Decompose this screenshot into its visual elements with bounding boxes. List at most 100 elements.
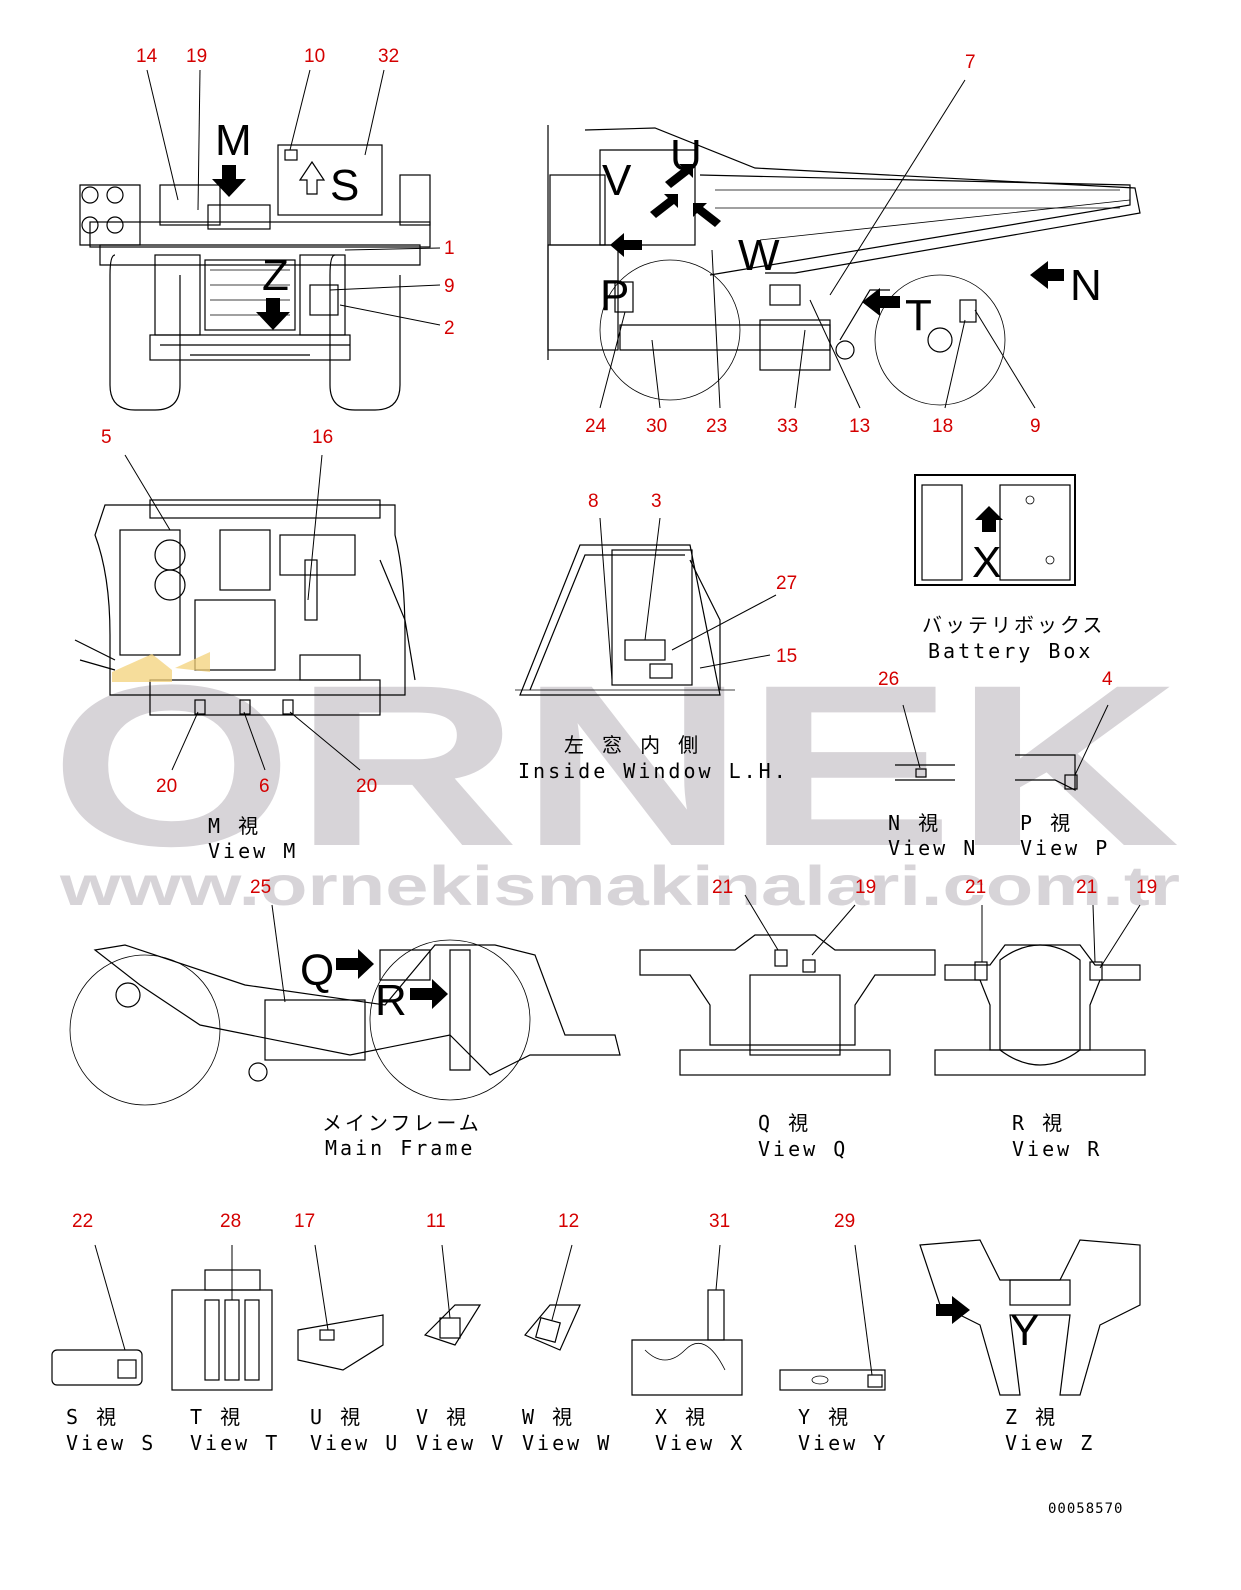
caption-view-u-jp: U 視 xyxy=(310,1405,363,1429)
side-view-drawing: V U W P T N xyxy=(547,79,1141,409)
callout-9: 9 xyxy=(444,276,455,297)
callout-3: 3 xyxy=(651,491,662,512)
view-letter-Z: Z xyxy=(262,251,289,300)
caption-inside-window-en: Inside Window L.H. xyxy=(518,759,789,783)
callout-25: 25 xyxy=(250,877,271,898)
view-letter-M: M xyxy=(215,116,252,165)
callout-19-q: 19 xyxy=(855,877,876,898)
callout-8: 8 xyxy=(588,491,599,512)
callout-5: 5 xyxy=(101,427,112,448)
callout-13: 13 xyxy=(849,416,870,437)
callout-21-r-left: 21 xyxy=(965,877,986,898)
view-u-drawing xyxy=(297,1244,384,1371)
callout-29: 29 xyxy=(834,1211,855,1232)
caption-view-q-jp: Q 視 xyxy=(758,1111,811,1135)
caption-main-frame-jp: メインフレーム xyxy=(322,1111,482,1135)
callout-33: 33 xyxy=(777,416,798,437)
caption-battery-box-en: Battery Box xyxy=(928,639,1093,663)
callout-15: 15 xyxy=(776,646,797,667)
callout-4: 4 xyxy=(1102,669,1113,690)
caption-view-m-jp: M 視 xyxy=(208,814,261,838)
caption-view-t-jp: T 視 xyxy=(190,1405,243,1429)
caption-view-v-en: View V xyxy=(416,1431,506,1455)
callout-18: 18 xyxy=(932,416,953,437)
caption-view-s-jp: S 視 xyxy=(66,1405,119,1429)
caption-view-w-jp: W 視 xyxy=(522,1405,575,1429)
callout-30: 30 xyxy=(646,416,667,437)
view-s-drawing xyxy=(51,1244,143,1386)
caption-view-m-en: View M xyxy=(208,839,298,863)
caption-view-s-en: View S xyxy=(66,1431,156,1455)
caption-view-p-jp: P 視 xyxy=(1020,811,1073,835)
callout-17: 17 xyxy=(294,1211,315,1232)
caption-view-r-jp: R 視 xyxy=(1012,1111,1065,1135)
caption-main-frame-en: Main Frame xyxy=(325,1136,475,1160)
caption-view-v-jp: V 視 xyxy=(416,1405,469,1429)
caption-view-y-en: View Y xyxy=(798,1431,888,1455)
view-w-drawing xyxy=(524,1244,581,1351)
caption-view-x-jp: X 視 xyxy=(655,1405,708,1429)
view-letter-X: X xyxy=(972,538,1001,587)
view-m-drawing xyxy=(74,454,416,771)
callout-19: 19 xyxy=(186,46,207,67)
view-v-drawing xyxy=(423,1244,482,1346)
callout-1: 1 xyxy=(444,238,455,259)
callout-28: 28 xyxy=(220,1211,241,1232)
view-letter-Q: Q xyxy=(300,946,334,995)
view-letter-T: T xyxy=(905,291,932,340)
caption-inside-window-jp: 左 窓 内 側 xyxy=(564,733,701,757)
callout-31: 31 xyxy=(709,1211,730,1232)
callout-11: 11 xyxy=(426,1211,446,1232)
callout-12: 12 xyxy=(558,1211,579,1232)
callout-27: 27 xyxy=(776,573,797,594)
view-t-drawing xyxy=(171,1245,273,1391)
view-letter-R: R xyxy=(375,976,407,1025)
callout-10: 10 xyxy=(304,46,325,67)
callout-21-q: 21 xyxy=(712,877,733,898)
caption-view-n-en: View N xyxy=(888,836,978,860)
view-n-p-drawing xyxy=(895,704,1109,791)
callout-14: 14 xyxy=(136,46,158,67)
drawing-number: 00058570 xyxy=(1048,1501,1123,1517)
callout-2: 2 xyxy=(444,318,455,339)
caption-view-p-en: View P xyxy=(1020,836,1110,860)
caption-view-z-en: View Z xyxy=(1005,1431,1095,1455)
callout-32: 32 xyxy=(378,46,399,67)
view-y-drawing xyxy=(779,1244,886,1391)
caption-view-n-jp: N 視 xyxy=(888,811,941,835)
view-letter-Y: Y xyxy=(1010,1306,1039,1355)
caption-view-y-jp: Y 視 xyxy=(798,1405,851,1429)
caption-view-q-en: View Q xyxy=(758,1137,848,1161)
callout-21-r-right: 21 xyxy=(1076,877,1097,898)
caption-battery-box-jp: バッテリボックス xyxy=(922,613,1105,637)
main-frame-drawing: Q R xyxy=(69,904,621,1106)
callout-20: 20 xyxy=(156,776,177,797)
caption-view-r-en: View R xyxy=(1012,1137,1102,1161)
view-captions: M 視 View M 左 窓 内 側 Inside Window L.H. バッ… xyxy=(66,613,1110,1455)
callout-19-r: 19 xyxy=(1136,877,1157,898)
callout-22: 22 xyxy=(72,1211,93,1232)
callout-24: 24 xyxy=(585,416,607,437)
callout-numbers: 14 19 10 32 1 9 2 7 24 30 23 33 13 18 9 … xyxy=(72,46,1157,1232)
view-z-drawing: Y xyxy=(919,1239,1141,1396)
inside-window-drawing xyxy=(515,517,777,696)
view-letter-N: N xyxy=(1070,261,1102,310)
caption-view-z-jp: Z 視 xyxy=(1005,1405,1058,1429)
view-letter-V: V xyxy=(602,156,632,205)
watermark: ORNEK www.ornekismakinalari.com.tr xyxy=(50,637,1180,917)
caption-view-x-en: View X xyxy=(655,1431,745,1455)
rear-view-drawing: S M Z xyxy=(79,69,441,411)
callout-20-right: 20 xyxy=(356,776,377,797)
view-x-drawing xyxy=(631,1244,743,1396)
view-letter-W: W xyxy=(738,231,780,280)
callout-9-side: 9 xyxy=(1030,416,1041,437)
callout-7: 7 xyxy=(965,52,976,73)
watermark-url: www.ornekismakinalari.com.tr xyxy=(59,854,1180,917)
callout-6: 6 xyxy=(259,776,270,797)
view-r-drawing xyxy=(934,904,1146,1076)
view-q-drawing xyxy=(639,894,936,1076)
callout-23: 23 xyxy=(706,416,727,437)
caption-view-w-en: View W xyxy=(522,1431,612,1455)
